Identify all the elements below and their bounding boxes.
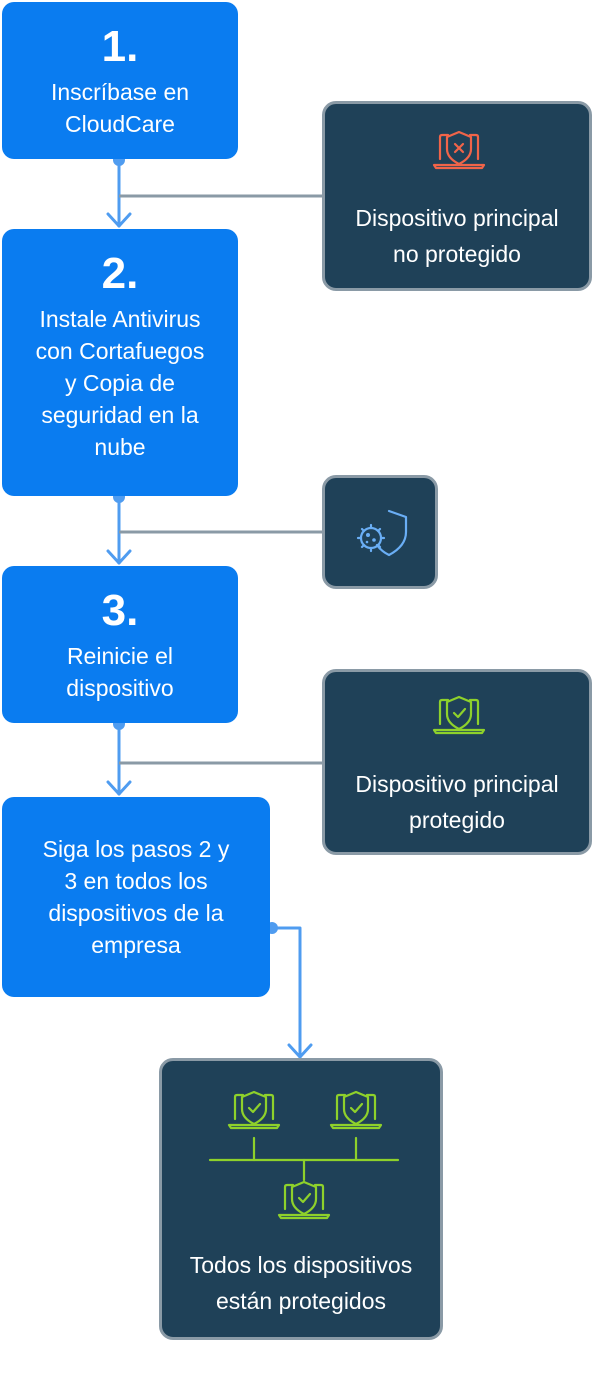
step-2-text: Instale Antivirus con Cortafuegos y Copi… [35,306,205,460]
step-2-box: 2. Instale Antivirus con Cortafuegos y C… [2,229,238,496]
protected-device-text: Dispositivo principal protegido [355,771,559,833]
step-1-box: 1. Inscríbase en CloudCare [2,2,238,159]
connector-step4-final [270,926,302,1059]
network-laptops-check-icon [208,1090,400,1220]
unprotected-device-box: Dispositivo principal no protegido [322,101,592,291]
step-3-text: Reinicie el dispositivo [66,643,174,701]
all-protected-text: Todos los dispositivos están protegidos [189,1252,413,1314]
step-2-number: 2. [101,249,139,298]
all-protected-box: Todos los dispositivos están protegidos [159,1058,443,1340]
virus-shield-icon [356,509,408,557]
step-1-number: 1. [101,22,139,71]
arrowhead-final [287,1043,313,1059]
arrowhead-step2 [106,212,132,228]
virus-shield-box [322,475,438,589]
step-4-box: Siga los pasos 2 y 3 en todos los dispos… [2,797,270,997]
arrowhead-step4 [106,780,132,796]
step-3-number: 3. [101,586,139,635]
laptop-shield-x-icon [432,130,486,170]
step-1-text: Inscríbase en CloudCare [50,79,190,137]
unprotected-device-text: Dispositivo principal no protegido [355,205,559,267]
protected-device-box: Dispositivo principal protegido [322,669,592,855]
step-3-box: 3. Reinicie el dispositivo [2,566,238,723]
laptop-bottom [277,1180,331,1220]
laptop-left [227,1090,281,1130]
arrowhead-step3 [106,549,132,565]
step-4-text: Siga los pasos 2 y 3 en todos los dispos… [42,836,230,958]
laptop-right [329,1090,383,1130]
laptop-shield-check-icon [432,695,486,735]
